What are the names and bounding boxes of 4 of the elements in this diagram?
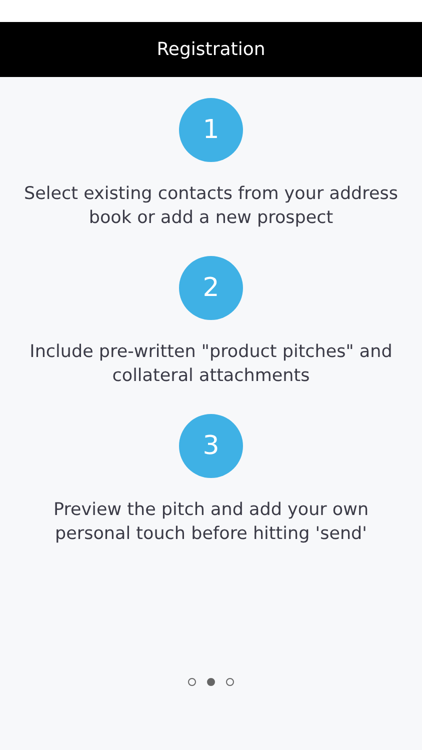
screen-title: Registration bbox=[156, 39, 266, 60]
step-description: Preview the pitch and add your own personal touch before hitting 'send' bbox=[52, 499, 370, 546]
step-description: Include pre-written "product pitches" and collateral attachments bbox=[28, 341, 394, 388]
step-description: Select existing contacts from your address book or add a new prospect bbox=[23, 183, 399, 230]
